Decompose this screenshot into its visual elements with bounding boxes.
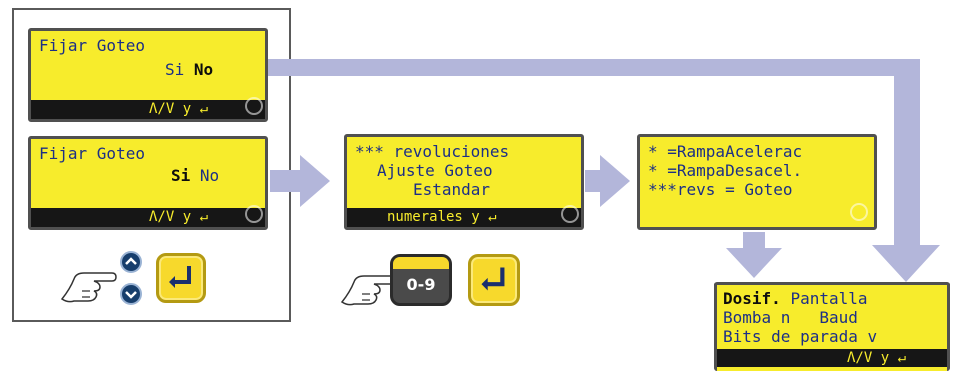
lcd-line-title: Fijar Goteo — [39, 144, 145, 163]
lcd-footer: Λ/V y ↵ — [717, 349, 947, 367]
menu-item-dosif-selected: Dosif. — [723, 289, 781, 308]
glare-icon — [850, 203, 868, 221]
menu-item-pantalla: Pantalla — [790, 289, 868, 308]
chevron-down-icon — [125, 291, 137, 299]
option-si-selected: Si — [171, 166, 191, 185]
numeric-key-button[interactable]: 0-9 — [390, 254, 452, 306]
lcd-footer: Λ/V y ↵ — [31, 208, 265, 227]
lcd-line-3: Bits de parada v — [723, 327, 878, 346]
lcd-line-1: Dosif. Pantalla — [723, 290, 947, 308]
footer-hint: Λ/V y ↵ — [149, 209, 209, 225]
enter-button[interactable] — [468, 254, 520, 306]
glare-icon — [561, 205, 579, 223]
lcd-line-2: Bomba n Baud — [723, 308, 858, 327]
arrow-revoluciones-to-rampa — [585, 155, 630, 207]
lcd-screen-revoluciones: *** revoluciones Ajuste Goteo Estandar n… — [344, 134, 584, 230]
lcd-line-1: * =RampaAcelerac — [648, 142, 803, 161]
lcd-screen-dosif: Dosif. Pantalla Bomba n Baud Bits de par… — [714, 282, 950, 371]
enter-icon — [169, 266, 191, 288]
lcd-screen-goteo-si: Fijar Goteo Si No Λ/V y ↵ — [28, 136, 268, 230]
lcd-line-1: *** revoluciones — [355, 142, 510, 161]
pointing-hand-icon — [340, 275, 397, 306]
lcd-footer: numerales y ↵ — [347, 208, 581, 227]
lcd-line-options: Si No — [171, 167, 265, 185]
footer-hint: numerales y ↵ — [387, 209, 497, 225]
lcd-screen-goteo-no: Fijar Goteo Si No Λ/V y ↵ — [28, 28, 268, 122]
down-button[interactable] — [120, 283, 142, 305]
arrow-rampa-to-dosif — [726, 232, 782, 278]
option-no: No — [199, 166, 220, 185]
option-no-selected: No — [193, 60, 214, 79]
lcd-line-options: Si No — [165, 61, 265, 79]
lcd-line-2: Ajuste Goteo — [377, 161, 493, 180]
lcd-line-3: ***revs = Goteo — [648, 180, 793, 199]
lcd-footer: Λ/V y ↵ — [31, 100, 265, 119]
lcd-line-2: * =RampaDesacel. — [648, 161, 803, 180]
chevron-up-icon — [125, 257, 137, 265]
lcd-line-3: Estandar — [413, 180, 491, 199]
option-si: Si — [165, 60, 185, 79]
lcd-line-title: Fijar Goteo — [39, 36, 145, 55]
up-button[interactable] — [120, 251, 142, 273]
key-top-strip — [393, 257, 449, 269]
glare-icon — [245, 97, 263, 115]
enter-icon — [481, 267, 505, 291]
lcd-screen-rampa: * =RampaAcelerac * =RampaDesacel. ***rev… — [637, 134, 877, 230]
numeric-key-label: 0-9 — [406, 275, 436, 294]
arrow-goteo-si-to-revoluciones — [270, 155, 330, 207]
enter-button[interactable] — [156, 253, 206, 303]
footer-hint: Λ/V y ↵ — [847, 350, 907, 366]
footer-hint: Λ/V y ↵ — [149, 101, 209, 117]
pointing-hand-icon — [60, 272, 117, 303]
glare-icon — [245, 205, 263, 223]
